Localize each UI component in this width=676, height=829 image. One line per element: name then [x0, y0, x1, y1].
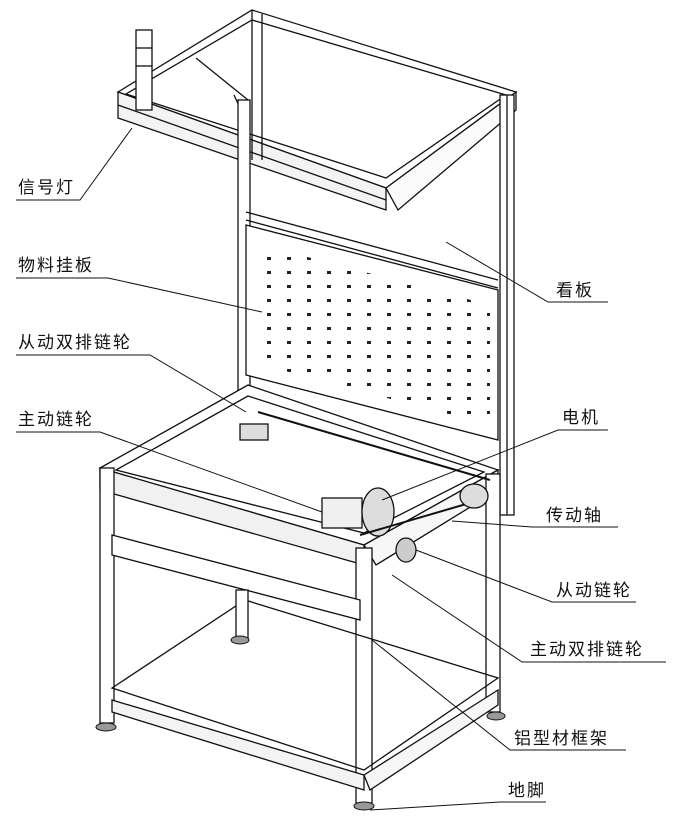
signal-light-body — [135, 29, 153, 111]
material-board — [245, 211, 499, 441]
label-drive-double-sprocket: 主动双排链轮 — [530, 640, 644, 660]
label-foot: 地脚 — [508, 781, 546, 801]
label-driven-double-sprocket: 从动双排链轮 — [18, 333, 132, 353]
label-drive-shaft: 传动轴 — [546, 506, 603, 526]
label-signal-light: 信号灯 — [18, 178, 75, 198]
lower-frame — [98, 384, 501, 804]
label-driven-sprocket: 从动链轮 — [556, 581, 632, 601]
drive-assembly — [239, 411, 491, 563]
label-aluminum-frame: 铝型材框架 — [514, 729, 609, 749]
label-material-board: 物料挂板 — [18, 256, 94, 276]
top-frame — [116, 9, 518, 212]
leader-lines — [16, 127, 666, 811]
label-drive-sprocket: 主动链轮 — [18, 410, 94, 430]
label-kanban: 看板 — [556, 281, 594, 301]
feet — [95, 635, 506, 811]
label-motor: 电机 — [562, 408, 600, 428]
